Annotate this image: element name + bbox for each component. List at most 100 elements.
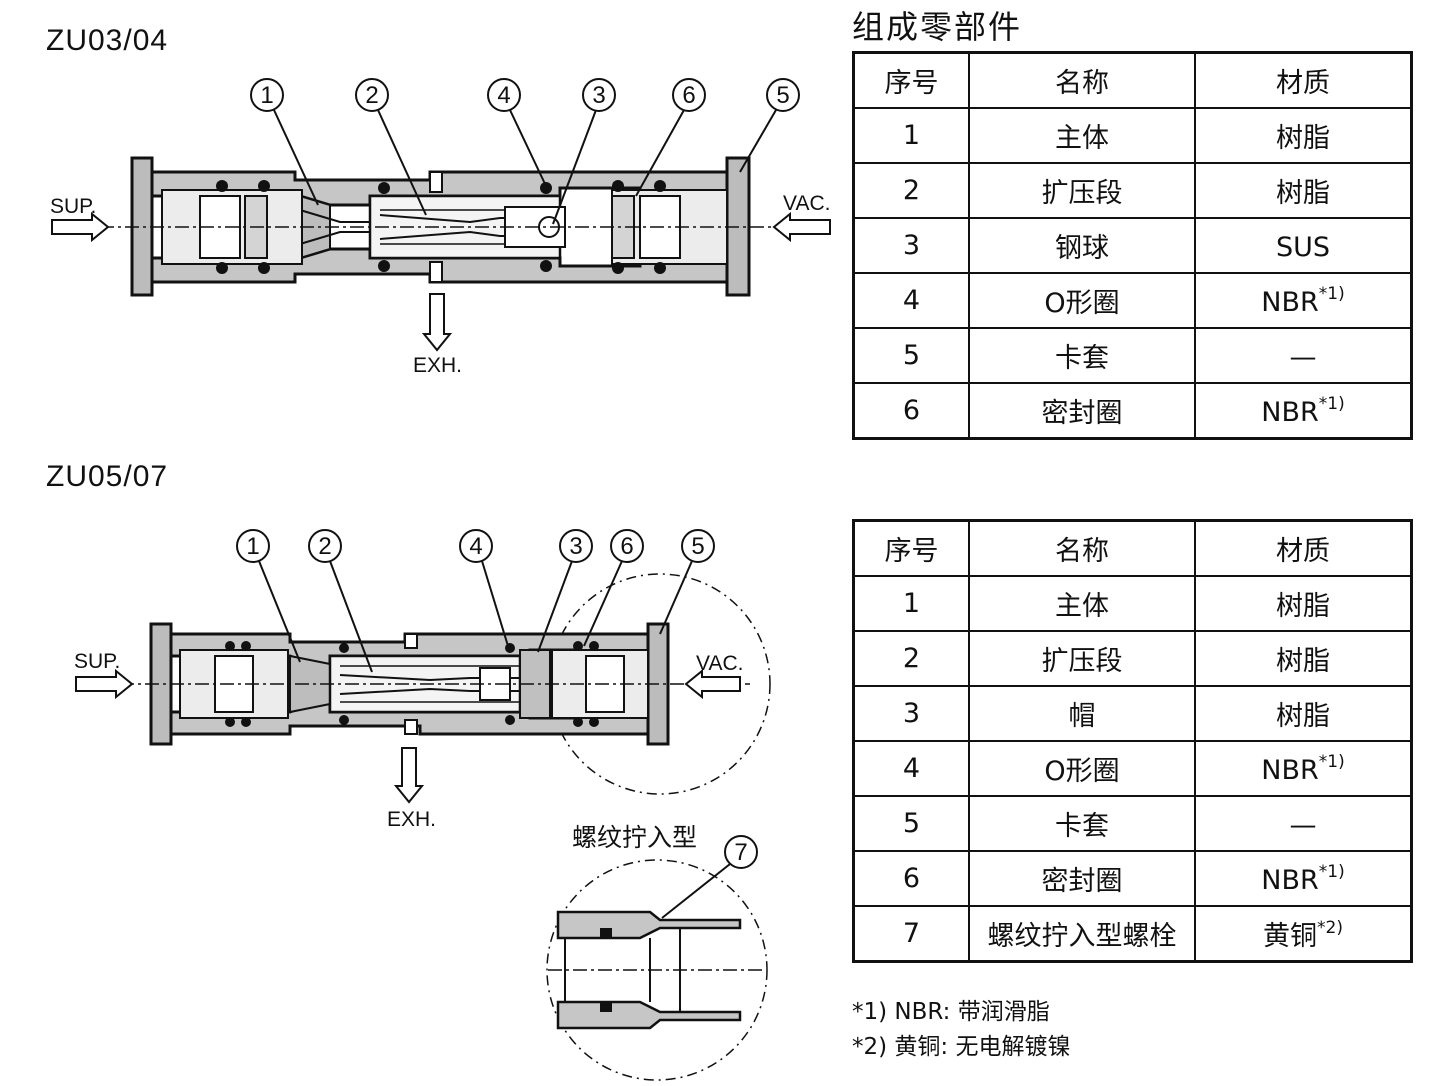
- bottom-assembly: SUP. VAC. EXH. 1 2 4 3 6: [74, 529, 771, 831]
- cell-name: 扩压段: [968, 630, 1196, 687]
- cell-no: 4: [852, 740, 970, 797]
- cell-material: 树脂: [1194, 630, 1413, 687]
- header-no: 序号: [852, 51, 970, 109]
- footnote-mark: *2): [1317, 918, 1343, 938]
- cell-no: 7: [852, 905, 970, 963]
- cell-name: O形圈: [968, 740, 1196, 797]
- material-text: NBR: [1261, 754, 1319, 786]
- cell-no: 2: [852, 630, 970, 687]
- top-assembly: SUP. VAC. EXH. 1 2 4 3 6: [50, 78, 831, 377]
- svg-text:2: 2: [318, 533, 331, 560]
- footnote-mark: *1): [1318, 861, 1345, 882]
- bottom-exh-label: EXH.: [387, 808, 436, 831]
- svg-text:2: 2: [365, 82, 378, 109]
- footnote-mark: *1): [1318, 283, 1345, 304]
- top-venturi: [299, 209, 370, 245]
- material-text: SUS: [1275, 231, 1331, 263]
- footnote-1: *1) NBR: 带润滑脂: [852, 999, 1050, 1025]
- top-callout-6: 6: [635, 78, 706, 197]
- top-exh-arrow-icon: [421, 293, 453, 352]
- svg-text:7: 7: [734, 839, 747, 866]
- top-callout-5: 5: [739, 78, 800, 173]
- cell-material: —: [1194, 327, 1413, 384]
- svg-text:5: 5: [691, 533, 704, 560]
- cell-no: 2: [852, 162, 970, 219]
- header-material: 材质: [1194, 51, 1413, 109]
- svg-text:6: 6: [682, 82, 695, 109]
- material-text: NBR: [1261, 396, 1319, 428]
- footnote-mark: *1): [1318, 751, 1345, 772]
- detail-threaded: 螺纹拧入型 7: [546, 823, 768, 1081]
- cell-name: 主体: [968, 575, 1196, 632]
- cell-name: 密封圈: [968, 382, 1196, 440]
- material-text: 树脂: [1276, 646, 1330, 677]
- bottom-exh-arrow-icon: [393, 747, 425, 804]
- footnote-mark: *1): [1318, 393, 1345, 414]
- section-title: 组成零部件: [852, 8, 1023, 46]
- detail-callout-7: 7: [661, 835, 758, 919]
- svg-text:1: 1: [246, 533, 259, 560]
- material-text: 黄铜: [1263, 921, 1318, 952]
- top-vac-label: VAC.: [783, 192, 830, 215]
- header-name: 名称: [968, 51, 1196, 109]
- top-callout-2: 2: [355, 78, 427, 216]
- cell-material: NBR*1): [1194, 272, 1413, 329]
- bottom-callout-3: 3: [537, 529, 593, 653]
- header-no: 序号: [852, 519, 970, 577]
- material-text: NBR: [1261, 864, 1319, 896]
- detail-circle: [546, 859, 768, 1081]
- bottom-sup-label: SUP.: [74, 650, 120, 673]
- top-sup-arrow-icon: [51, 211, 110, 243]
- svg-text:3: 3: [569, 533, 582, 560]
- cell-name: 卡套: [968, 327, 1196, 384]
- cell-material: SUS: [1194, 217, 1413, 274]
- bottom-callout-2: 2: [308, 529, 373, 673]
- cell-no: 5: [852, 795, 970, 852]
- cell-no: 5: [852, 327, 970, 384]
- cell-material: 树脂: [1194, 162, 1413, 219]
- cell-material: NBR*1): [1194, 850, 1413, 907]
- cell-material: NBR*1): [1194, 382, 1413, 440]
- cell-no: 3: [852, 685, 970, 742]
- table-header-row: 序号 名称 材质: [852, 51, 1413, 109]
- cell-name: 主体: [968, 107, 1196, 164]
- svg-text:1: 1: [260, 82, 273, 109]
- cell-material: 树脂: [1194, 575, 1413, 632]
- svg-text:5: 5: [776, 82, 789, 109]
- cell-no: 6: [852, 382, 970, 440]
- cell-material: NBR*1): [1194, 740, 1413, 797]
- header-material: 材质: [1194, 519, 1413, 577]
- bottom-callout-1: 1: [236, 529, 301, 663]
- cell-no: 3: [852, 217, 970, 274]
- material-text: 树脂: [1276, 701, 1330, 732]
- footnote-2: *2) 黄铜: 无电解镀镍: [852, 1034, 1071, 1060]
- cell-name: O形圈: [968, 272, 1196, 329]
- top-sup-label: SUP.: [50, 195, 96, 218]
- detail-label: 螺纹拧入型: [572, 823, 697, 852]
- cell-no: 6: [852, 850, 970, 907]
- cell-name: 钢球: [968, 217, 1196, 274]
- detail-bolt-upper: [556, 910, 742, 940]
- model-label-bottom: ZU05/07: [46, 460, 169, 493]
- cell-name: 密封圈: [968, 850, 1196, 907]
- cell-material: 树脂: [1194, 107, 1413, 164]
- material-text: —: [1289, 341, 1317, 373]
- cell-name: 帽: [968, 685, 1196, 742]
- material-text: NBR: [1261, 286, 1319, 318]
- table-header-row: 序号 名称 材质: [852, 519, 1413, 577]
- cell-no: 1: [852, 107, 970, 164]
- material-text: —: [1289, 809, 1317, 841]
- svg-text:3: 3: [592, 82, 605, 109]
